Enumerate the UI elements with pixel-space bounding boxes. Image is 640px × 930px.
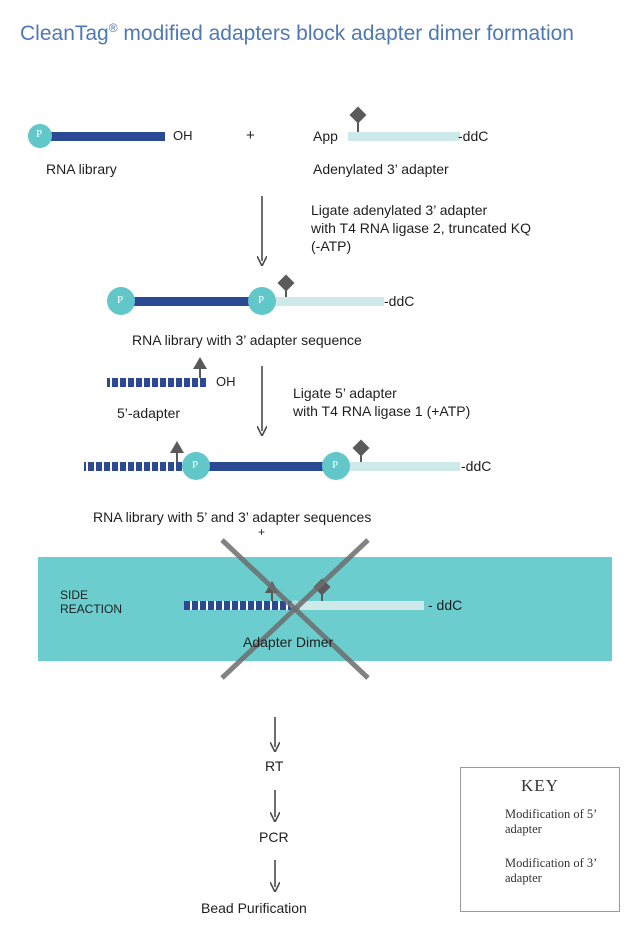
phosphate-circle: [28, 124, 52, 148]
dimer-5-adapter-strand: [184, 601, 292, 610]
ddc-label-row2: -ddC: [384, 293, 415, 309]
row4-caption: RNA library with 5’ and 3’ adapter seque…: [93, 509, 372, 525]
phosphate-label-row1: P: [36, 128, 43, 140]
figure-title: CleanTag® modified adapters block adapte…: [20, 7, 620, 55]
row2-caption: RNA library with 3’ adapter sequence: [132, 332, 362, 348]
ddc-label-row4: -ddC: [461, 458, 492, 474]
5-adapter-strand-row4: [84, 462, 196, 471]
5-modification-triangle: [193, 357, 207, 369]
pcr-label: PCR: [259, 829, 289, 845]
rna-library-strand-row4: [196, 462, 338, 471]
app-label: App: [313, 128, 338, 144]
key-item-5-modification: Modification of 5’ adapter: [505, 807, 598, 836]
title-registered-mark: ®: [108, 21, 118, 35]
phosphate-label-row4-b: P: [332, 459, 339, 471]
key-item-3-modification: Modification of 3’ adapter: [505, 856, 598, 885]
adapter-dimer-label: Adapter Dimer: [243, 634, 334, 650]
adenylated-adapter-label: Adenylated 3’ adapter: [313, 161, 449, 177]
phosphate-label-row4-a: P: [192, 459, 199, 471]
key-legend: KEY Modification of 5’ adapter Modificat…: [460, 767, 620, 912]
3-modification-diamond-row2: [277, 274, 295, 292]
dimer-3-adapter-strand: [300, 601, 424, 610]
ddc-label-dimer: - ddC: [428, 597, 463, 613]
phosphate-circle-row2-a: [107, 287, 135, 315]
3-modification-diamond-row4: [352, 439, 370, 457]
plus-sign-row4: +: [258, 525, 266, 539]
rna-library-strand-row2: [120, 297, 265, 306]
5-modification-triangle-row4: [170, 441, 184, 453]
3-modification-diamond: [349, 106, 367, 124]
oh-label-row1: OH: [173, 128, 193, 143]
adenylated-3-adapter-strand: [348, 132, 460, 141]
rna-library-strand: [40, 132, 165, 141]
step-1-instruction: Ligate adenylated 3’ adapter with T4 RNA…: [311, 202, 531, 254]
3-adapter-strand-row2: [262, 297, 384, 306]
3-adapter-strand-row4: [336, 462, 460, 471]
bead-purification-label: Bead Purification: [201, 900, 307, 916]
5-adapter-label: 5’-adapter: [117, 405, 181, 421]
phosphate-circle-row4-b: [322, 452, 350, 480]
phosphate-label-row2-b: P: [258, 294, 265, 306]
side-reaction-label: SIDE REACTION: [60, 588, 123, 616]
ddc-label-row1: -ddC: [458, 128, 489, 144]
rt-label: RT: [265, 758, 284, 774]
phosphate-circle-row2-b: [248, 287, 276, 315]
5-adapter-strand: [107, 378, 207, 387]
phosphate-label-row2-a: P: [117, 294, 124, 306]
rna-library-label: RNA library: [46, 161, 117, 177]
step-2-instruction: Ligate 5’ adapter with T4 RNA ligase 1 (…: [293, 385, 471, 419]
key-title: KEY: [521, 776, 559, 795]
title-rest: modified adapters block adapter dimer fo…: [117, 22, 574, 45]
title-brand: CleanTag: [20, 22, 109, 45]
oh-label-row3: OH: [216, 374, 236, 389]
plus-sign-row1: +: [246, 127, 255, 144]
phosphate-circle-row4-a: [182, 452, 210, 480]
block-x-line-2: [220, 538, 370, 680]
